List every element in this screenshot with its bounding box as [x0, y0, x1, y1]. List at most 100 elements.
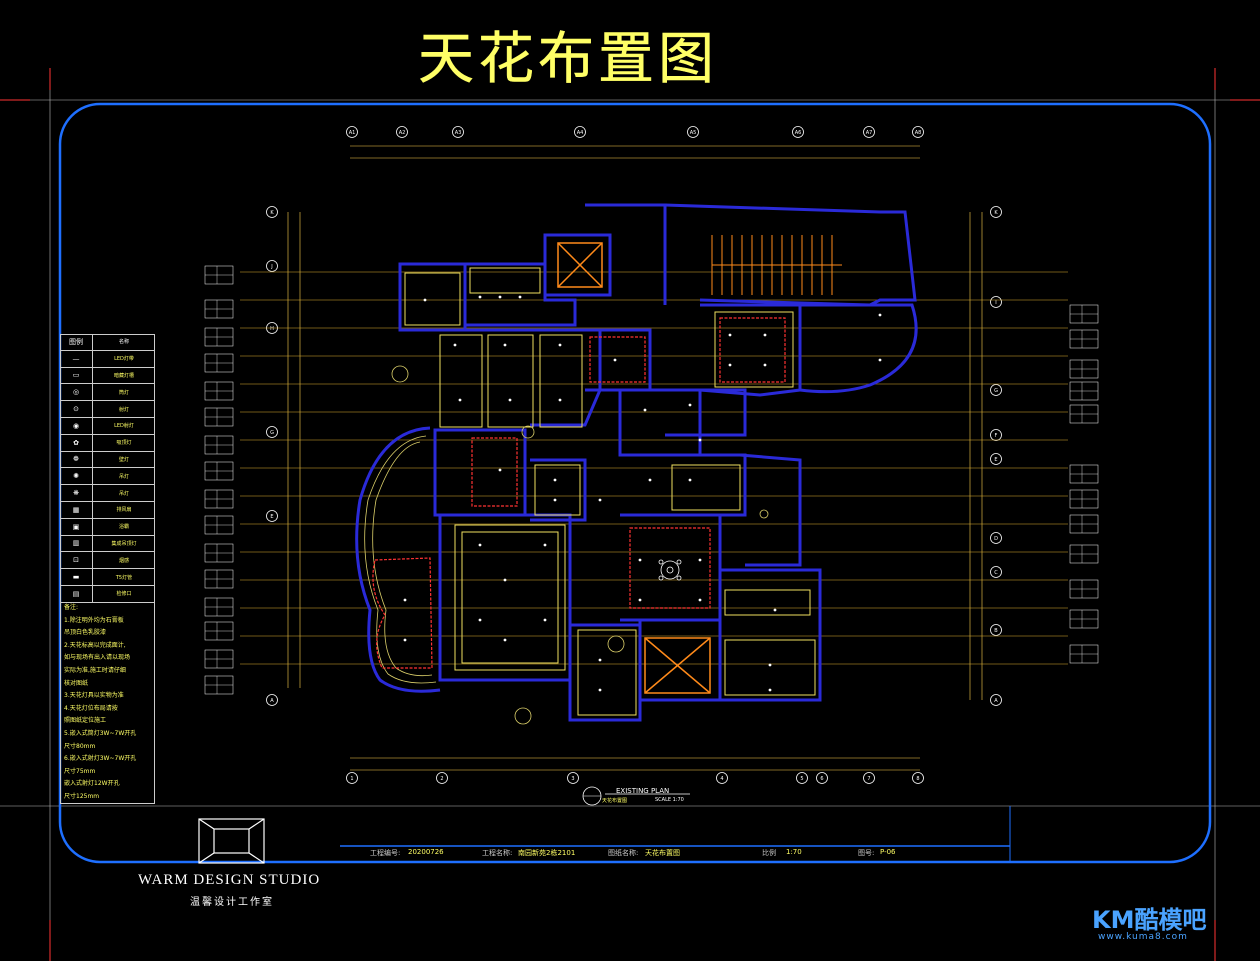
svg-text:A1: A1: [349, 130, 356, 136]
floor-plan-walls: [398, 203, 918, 722]
tag-left-11: [204, 569, 234, 589]
ceiling-tags-right: [1069, 304, 1099, 664]
downlight-icon: [423, 298, 427, 302]
axis-top-4: A5: [687, 126, 699, 138]
svg-text:A: A: [270, 698, 274, 704]
downlight-icon: [728, 333, 732, 337]
svg-text:A4: A4: [577, 130, 584, 136]
downlight-icon: [763, 363, 767, 367]
downlight-icon: [403, 638, 407, 642]
svg-text:B: B: [994, 628, 998, 634]
notes-line: 3.天花灯具以实物为准: [64, 692, 124, 700]
legend-label: 烟感: [118, 557, 129, 564]
tag-left-5: [204, 407, 234, 427]
legend-row: ◎筒灯: [60, 384, 155, 402]
downlight-icon: [768, 688, 772, 692]
light-fixtures: [403, 295, 882, 692]
tag-right-4: [1069, 404, 1099, 424]
legend-row: ✺吊灯: [60, 468, 155, 486]
svg-text:8: 8: [916, 776, 919, 782]
downlight-icon: [728, 363, 732, 367]
legend-row: ▥集成吊顶灯: [60, 535, 155, 553]
tag-left-7: [204, 461, 234, 481]
svg-text:F: F: [995, 433, 998, 439]
svg-text:7: 7: [867, 776, 870, 782]
axis-top-7: A8: [912, 126, 924, 138]
downlight-icon: [543, 618, 547, 622]
legend-label: 吊灯: [118, 490, 129, 497]
tb-scale-value: 1:70: [786, 848, 802, 856]
notes-line: 嵌入式射灯12W开孔: [64, 780, 120, 788]
svg-text:A5: A5: [690, 130, 697, 136]
downlight-icon: [598, 498, 602, 502]
downlight-icon: [688, 478, 692, 482]
svg-text:K: K: [270, 210, 274, 216]
notes-line: 尺寸80mm: [64, 742, 96, 750]
legend-label: 筒灯: [118, 389, 129, 396]
legend-row: ⊙射灯: [60, 401, 155, 418]
downlight-icon: [698, 558, 702, 562]
axis-right-8: A: [990, 694, 1002, 706]
legend-label: 排风扇: [116, 507, 132, 514]
axis-bottom-5: 6: [816, 772, 828, 784]
ceiling-tags-left: [204, 265, 234, 695]
axis-bottom-6: 7: [863, 772, 875, 784]
tag-left-15: [204, 675, 234, 695]
svg-text:D: D: [994, 536, 998, 542]
downlight-icon: [478, 295, 482, 299]
notes-line: 吊顶白色乳胶漆: [64, 629, 107, 637]
svg-text:E: E: [270, 514, 273, 520]
svg-text:C: C: [994, 570, 998, 576]
svg-text:J: J: [270, 264, 272, 270]
axis-left-3: G: [266, 426, 278, 438]
notes-line: 尺寸75mm: [64, 767, 96, 775]
tag-right-10: [1069, 609, 1099, 629]
downlight-icon: [403, 598, 407, 602]
axis-bottom-1: 2: [436, 772, 448, 784]
legend-symbol-icon: ▥: [60, 535, 93, 552]
axis-left-4: E: [266, 510, 278, 522]
legend-header-cell: 名称: [118, 339, 129, 346]
downlight-icon: [558, 343, 562, 347]
notes-line: 6.嵌入式射灯3W~7W开孔: [64, 755, 137, 763]
ceiling-outlines: [404, 267, 816, 716]
section-markers: [391, 365, 769, 725]
svg-text:A3: A3: [455, 130, 462, 136]
legend-symbol-icon: ▤: [60, 585, 93, 602]
studio-name-cn: 温馨设计工作室: [190, 897, 274, 908]
legend-row: ⊡烟感: [60, 552, 155, 570]
ceiling-red-features: [372, 317, 786, 669]
downlight-icon: [698, 598, 702, 602]
downlight-icon: [553, 478, 557, 482]
notes-line: 2.天花标高以完成面计,: [64, 641, 126, 649]
legend-symbol-icon: ▭: [60, 367, 93, 384]
axis-top-3: A4: [574, 126, 586, 138]
notes-line: 核对图纸: [64, 679, 89, 687]
axis-top-5: A6: [792, 126, 804, 138]
notes-line: 4.天花灯位布局请按: [64, 704, 118, 712]
legend-label: 壁灯: [118, 456, 129, 463]
legend-row: ▬T5灯管: [60, 569, 155, 586]
watermark-brand: KM酷模吧: [1092, 906, 1207, 934]
axis-right-0: K: [990, 206, 1002, 218]
downlight-icon: [613, 358, 617, 362]
downlight-icon: [518, 295, 522, 299]
studio-logo-icon: [198, 818, 265, 864]
tag-left-2: [204, 327, 234, 347]
tag-left-9: [204, 515, 234, 535]
legend-symbol-icon: ✿: [60, 434, 93, 451]
downlight-icon: [498, 468, 502, 472]
axis-right-7: B: [990, 624, 1002, 636]
plan-scale: SCALE 1:70: [655, 797, 684, 803]
svg-text:G: G: [994, 388, 998, 394]
downlight-icon: [503, 638, 507, 642]
legend-label: 浴霸: [118, 524, 129, 531]
axis-top-6: A7: [863, 126, 875, 138]
downlight-icon: [768, 663, 772, 667]
axis-bottom-2: 3: [567, 772, 579, 784]
